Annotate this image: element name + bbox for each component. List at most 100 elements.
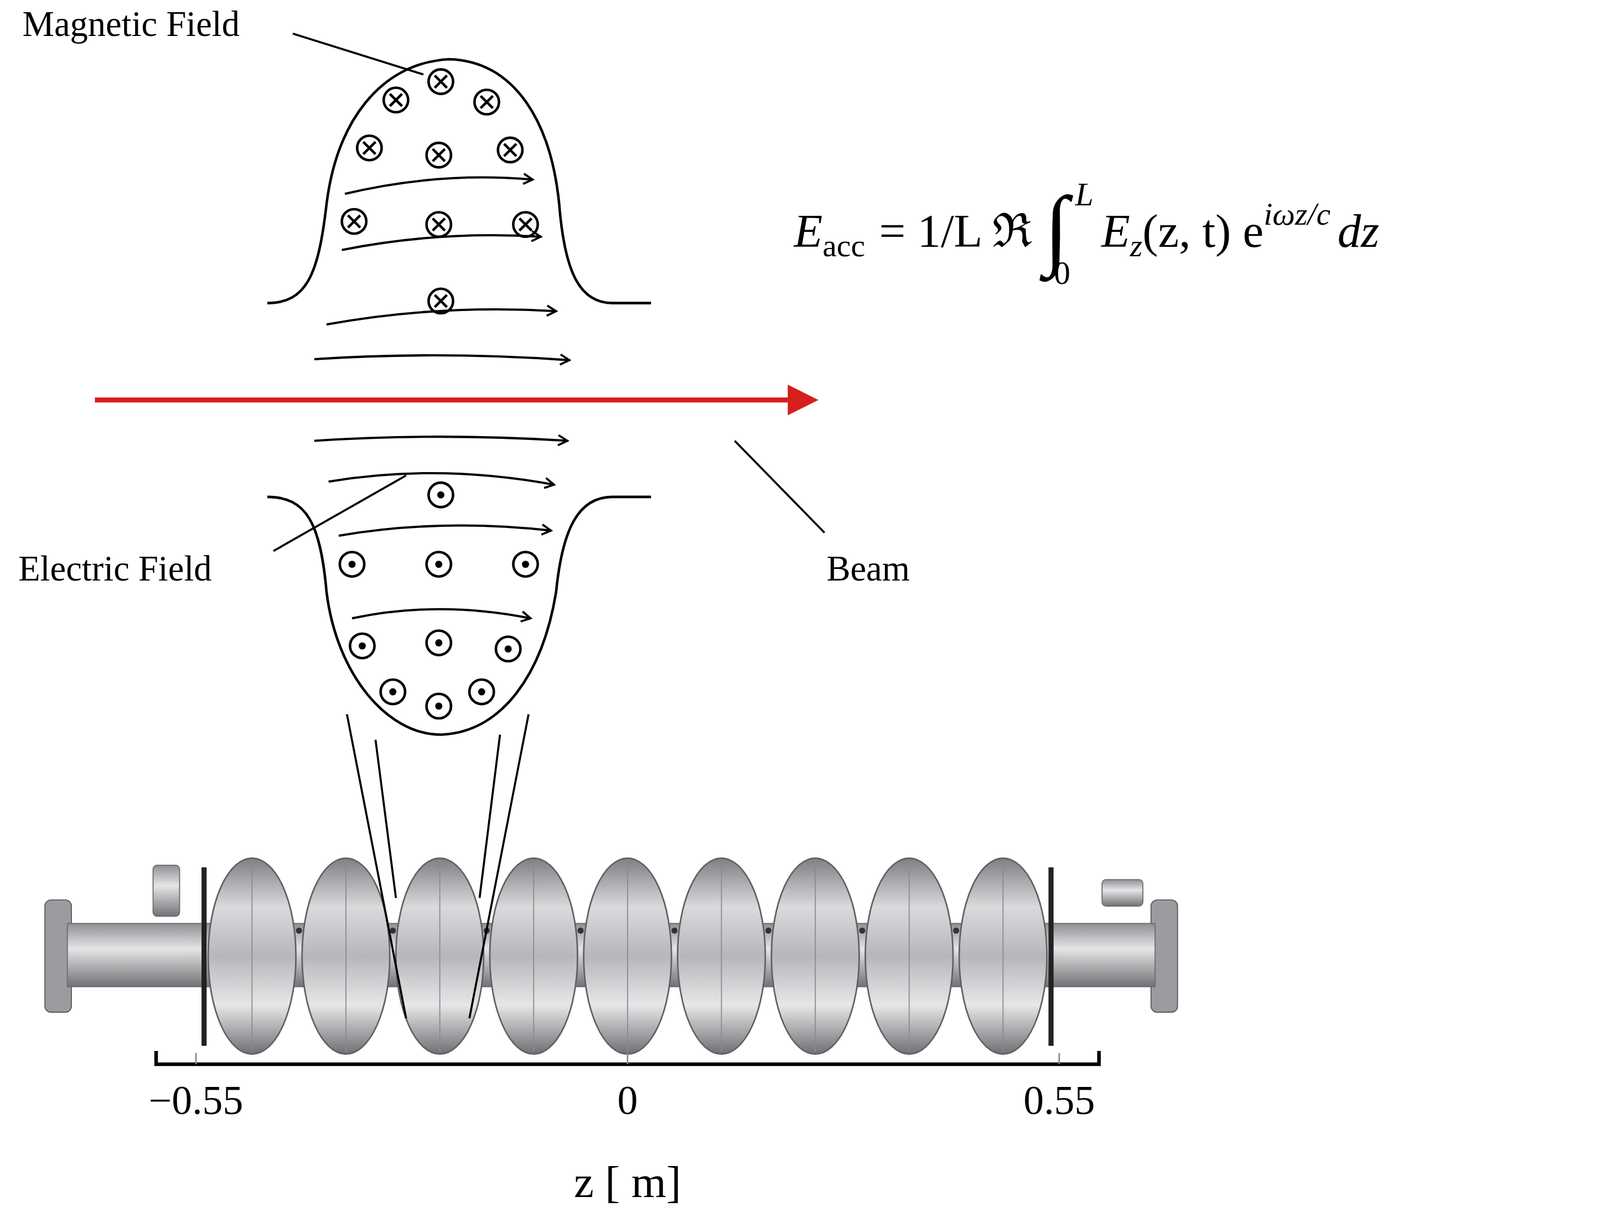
cavity-cell [489, 858, 578, 1055]
electric-field-line [351, 609, 531, 619]
weld-seam [1002, 860, 1004, 1053]
weld-seam [345, 860, 347, 1053]
iris-hole [389, 927, 396, 934]
field-into-symbol [474, 89, 499, 115]
field-out-dot [348, 560, 356, 568]
formula-part: = 1/L ℜ [878, 202, 1033, 260]
port [153, 865, 180, 917]
beam-arrow [94, 397, 812, 403]
weld-seam [721, 860, 723, 1053]
field-out-dot [435, 702, 443, 710]
field-out-symbol [349, 633, 375, 659]
electric-field-line [342, 235, 542, 251]
weld-seam [908, 860, 910, 1053]
callout-label: Beam [826, 549, 910, 590]
magnetic-field-symbols [339, 69, 538, 719]
field-out-dot [437, 491, 445, 499]
cavity-cell [865, 858, 954, 1055]
field-out-dot [435, 560, 443, 568]
end-ring [1048, 867, 1054, 1047]
axis-bracket [156, 1050, 1100, 1065]
cavity-cell [959, 858, 1048, 1055]
formula-part: E [1101, 202, 1131, 260]
leader-line [734, 441, 825, 533]
field-out-symbol [426, 630, 452, 655]
electric-field-line [344, 177, 533, 195]
formula: Eacc= 1/L ℜ∫L0Ez(z, t) eiωz/cdz [793, 179, 1380, 278]
weld-seam [439, 860, 441, 1053]
field-into-cross [504, 143, 517, 157]
field-out-dot [504, 645, 512, 653]
callout-label: Electric Field [18, 549, 212, 590]
field-into-symbol [513, 212, 538, 237]
field-out-symbol [426, 551, 452, 577]
electric-field-line [314, 355, 570, 361]
cell-outline-bottom [267, 496, 651, 735]
leader-line [292, 33, 424, 75]
weld-seam [251, 860, 253, 1053]
axis-value: 0 [617, 1077, 638, 1125]
leader-line [469, 714, 529, 1019]
formula-part: L [1075, 174, 1094, 215]
formula-part: 0 [1053, 252, 1071, 293]
field-out-dot [389, 688, 397, 696]
iris-hole [858, 927, 866, 934]
field-out-dot [478, 688, 486, 696]
formula-part: E [793, 202, 823, 260]
formula-part: z [1130, 226, 1143, 265]
field-out-dot [521, 560, 530, 568]
cavity-cell [302, 858, 391, 1055]
weld-seam [532, 860, 535, 1053]
axis-value: 0.55 [1023, 1077, 1095, 1125]
field-into-symbol [498, 137, 523, 163]
leader-line [347, 714, 407, 1019]
field-into-symbol [426, 212, 452, 237]
formula-part: (z, t) e [1142, 202, 1264, 260]
electric-field-line [326, 309, 557, 325]
axis-value: −0.55 [148, 1077, 244, 1125]
field-into-cross [363, 141, 376, 154]
weld-seam [814, 860, 816, 1053]
integral: ∫L0 [1043, 179, 1069, 278]
field-into-cross [519, 218, 532, 231]
cavity-cell [395, 858, 484, 1055]
field-out-symbol [495, 637, 521, 662]
field-out-symbol [428, 482, 453, 507]
field-out-symbol [513, 551, 538, 577]
field-into-symbol [383, 87, 408, 113]
port [1101, 879, 1143, 906]
iris-hole [577, 927, 584, 934]
leader-line [273, 475, 407, 551]
iris-hole [296, 927, 303, 934]
axis-tick [1058, 1053, 1060, 1065]
electric-field-line [314, 436, 568, 441]
field-into-symbol [356, 135, 382, 160]
iris-hole [671, 927, 678, 934]
electric-field-line [328, 473, 554, 485]
field-out-symbol [426, 694, 452, 719]
field-out-dot [358, 642, 366, 650]
axis-title: z [ m] [573, 1157, 682, 1209]
field-into-symbol [426, 142, 452, 168]
field-out-symbol [380, 679, 406, 704]
field-into-cross [348, 215, 361, 228]
cavity-cell [208, 858, 297, 1055]
field-into-cross [389, 94, 402, 107]
iris-hole [765, 927, 772, 934]
field-out-dot [435, 639, 443, 647]
leader-line [375, 739, 397, 899]
field-out-symbol [339, 551, 365, 577]
axis-tick [195, 1053, 198, 1065]
field-into-cross [480, 95, 493, 108]
axis-tick [627, 1053, 629, 1065]
field-into-cross [432, 218, 445, 231]
cavity-cell [677, 858, 766, 1055]
field-into-cross [432, 148, 445, 162]
weld-seam [627, 860, 629, 1053]
cell-outline-top [267, 59, 651, 304]
cavity-cell [771, 858, 860, 1055]
iris-hole [953, 927, 960, 934]
field-into-symbol [428, 69, 453, 94]
callout-label: Magnetic Field [22, 3, 240, 45]
